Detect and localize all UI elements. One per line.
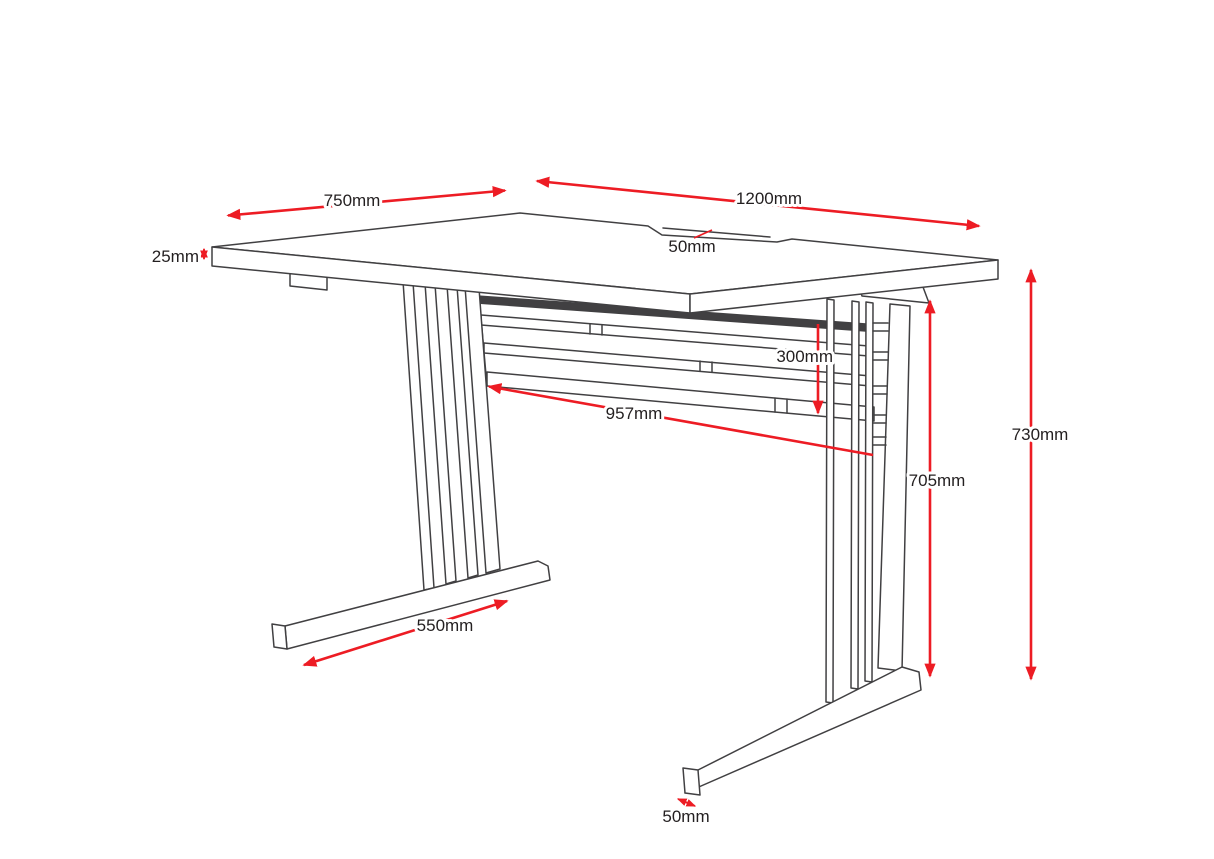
dimension-cable-cutout: 50mm bbox=[665, 229, 719, 259]
cable-cutout-leader bbox=[693, 229, 713, 239]
width-label: 1200mm bbox=[736, 189, 802, 208]
overall-height-label: 730mm bbox=[1012, 425, 1069, 444]
foot-width-arrow bbox=[676, 798, 697, 807]
dimension-overall-height: 730mm bbox=[1009, 268, 1071, 681]
under-height-label: 705mm bbox=[909, 471, 966, 490]
dimension-rail-drop: 300mm bbox=[773, 324, 836, 415]
rail-length-label: 957mm bbox=[606, 404, 663, 423]
dimension-depth: 750mm bbox=[226, 186, 507, 220]
dimension-rail-length: 957mm bbox=[487, 383, 874, 457]
depth-arrow bbox=[226, 186, 507, 220]
dimension-top-thickness: 25mm bbox=[149, 244, 208, 269]
cable-cutout-label: 50mm bbox=[668, 237, 715, 256]
right-foot bbox=[684, 666, 922, 794]
foot-width-label: 50mm bbox=[662, 807, 709, 826]
foot-length-label: 550mm bbox=[417, 616, 474, 635]
dimension-foot-length: 550mm bbox=[302, 599, 509, 667]
desktop bbox=[211, 212, 999, 314]
foot-length-arrow bbox=[302, 599, 509, 667]
left-foot-tip bbox=[271, 623, 288, 650]
right-leg-tube-mid1 bbox=[850, 300, 860, 690]
top-thickness-label: 25mm bbox=[152, 247, 199, 266]
width-arrow bbox=[535, 176, 981, 231]
right-leg-tube-front bbox=[877, 303, 911, 672]
right-foot-tip bbox=[682, 767, 701, 796]
depth-label: 750mm bbox=[324, 191, 381, 210]
rail-drop-label: 300mm bbox=[776, 347, 833, 366]
right-leg-rail-rungs bbox=[872, 322, 889, 446]
desktop-front-right-face bbox=[689, 259, 999, 314]
cable-rails bbox=[476, 295, 875, 422]
rail-length-arrow bbox=[487, 383, 874, 457]
rail-divider-ticks bbox=[589, 323, 788, 414]
left-leg bbox=[271, 280, 551, 650]
dimension-foot-width: 50mm bbox=[659, 798, 713, 829]
right-leg-tube-mid2 bbox=[864, 301, 874, 683]
dimension-under-height: 705mm bbox=[906, 299, 968, 678]
dimension-width: 1200mm bbox=[535, 176, 981, 231]
right-leg bbox=[682, 279, 930, 796]
left-foot bbox=[284, 560, 551, 650]
